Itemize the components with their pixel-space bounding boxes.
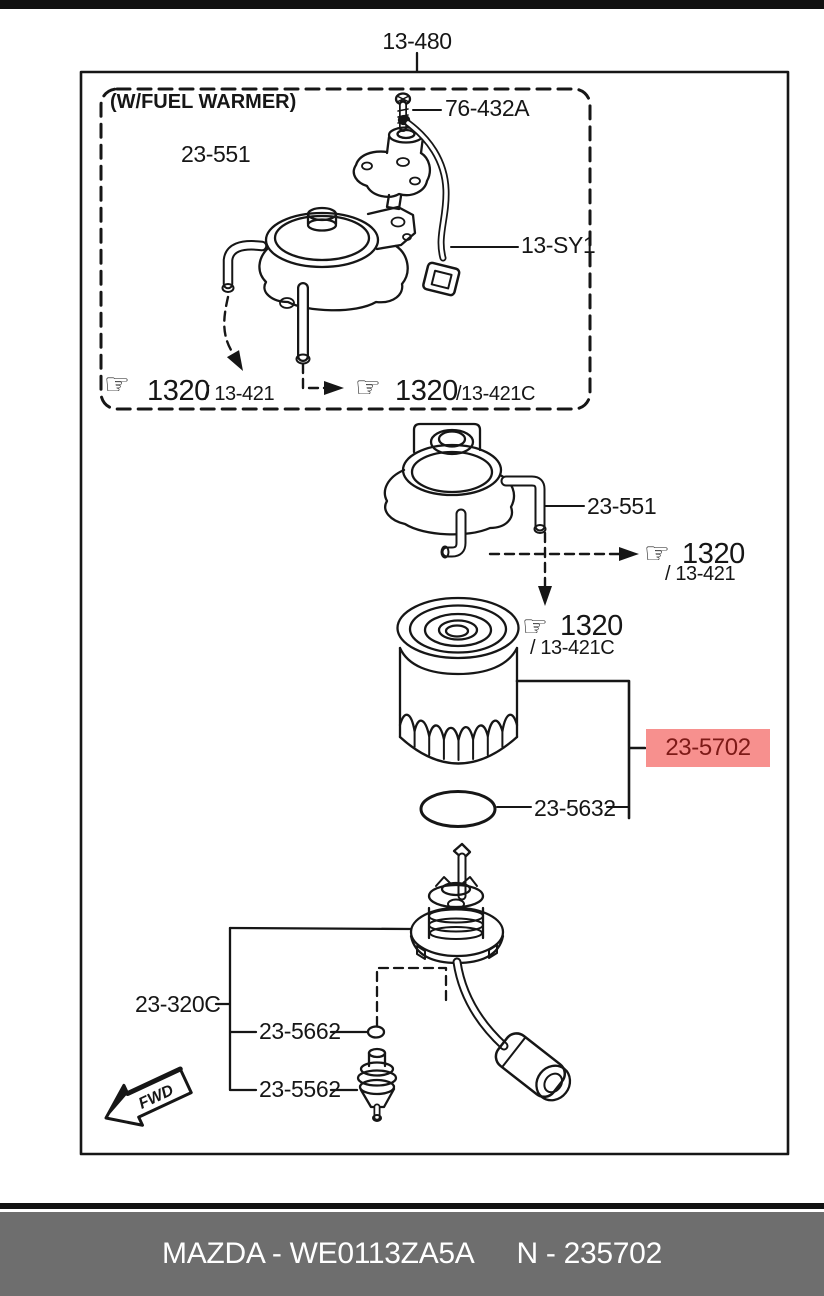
- sensor-harness-drawing: [397, 114, 519, 297]
- part-group-label[interactable]: 13-480: [382, 28, 452, 54]
- cross-ref-sub-number: /13-421C: [456, 383, 536, 405]
- part-label-23-5662[interactable]: 23-5662: [259, 1018, 341, 1044]
- fuel-warmer-dashed-box: [99, 87, 592, 411]
- cross-ref-number: 1320: [682, 538, 745, 570]
- filter-head-drawing: [383, 422, 585, 559]
- footer-catalog-code: MAZDA - WE0113ZA5A: [162, 1237, 475, 1270]
- hand-pointer-icon: ☞: [522, 611, 548, 643]
- part-label-23-5562[interactable]: 23-5562: [259, 1076, 341, 1102]
- check-ball-dashed-path: [375, 966, 448, 1028]
- highlighted-part-label[interactable]: 23-5702: [646, 729, 770, 767]
- cross-ref-number: 1320: [560, 610, 623, 642]
- hand-pointer-icon: ☞: [355, 372, 381, 404]
- warmer-dashed-pointers: [223, 295, 346, 397]
- check-ball-drawing: [366, 1025, 386, 1039]
- top-rule: [0, 0, 824, 9]
- filter-cartridge-drawing: [396, 596, 520, 765]
- footer-rule: [0, 1203, 824, 1209]
- oring-drawing: [419, 790, 630, 828]
- cross-ref-sub-number: / 13-421: [665, 563, 736, 585]
- fuel-warmer-pump-drawing: [221, 205, 417, 365]
- drain-plug-drawing: [356, 1047, 398, 1122]
- standard-dashed-pointers: [488, 531, 641, 608]
- bracket-leader-lines: [214, 926, 369, 1092]
- footer-bar: MAZDA - WE0113ZA5A N - 235702: [0, 1212, 824, 1296]
- temp-sensor-drawing: [352, 126, 431, 211]
- part-label-76-432A[interactable]: 76-432A: [445, 95, 530, 121]
- diagram-frame: [79, 51, 790, 1156]
- highlight-bracket-lines: [515, 679, 647, 820]
- cross-ref-number: 1320: [147, 375, 210, 407]
- part-label-23-320C[interactable]: 23-320C: [135, 991, 221, 1017]
- harness-connector-drawing: [494, 1032, 572, 1102]
- part-label-23-551-warmer[interactable]: 23-551: [181, 141, 251, 167]
- float-sensor-drawing: [228, 842, 509, 1051]
- part-label-13-SY1[interactable]: 13-SY1: [521, 232, 596, 258]
- footer-part-number: N - 235702: [516, 1237, 663, 1270]
- fwd-arrow: FWD: [104, 1066, 193, 1127]
- cross-ref-sub-number: / 13-421C: [530, 637, 615, 659]
- hand-pointer-icon: ☞: [104, 369, 130, 401]
- part-label-23-5632[interactable]: 23-5632: [534, 795, 616, 821]
- cross-ref-number: 1320: [395, 375, 458, 407]
- cross-ref-sub-number: / 13-421: [204, 383, 275, 405]
- fuel-warmer-box-title: (W/FUEL WARMER): [110, 91, 297, 113]
- hand-pointer-icon: ☞: [644, 538, 670, 570]
- part-label-23-551[interactable]: 23-551: [587, 493, 657, 519]
